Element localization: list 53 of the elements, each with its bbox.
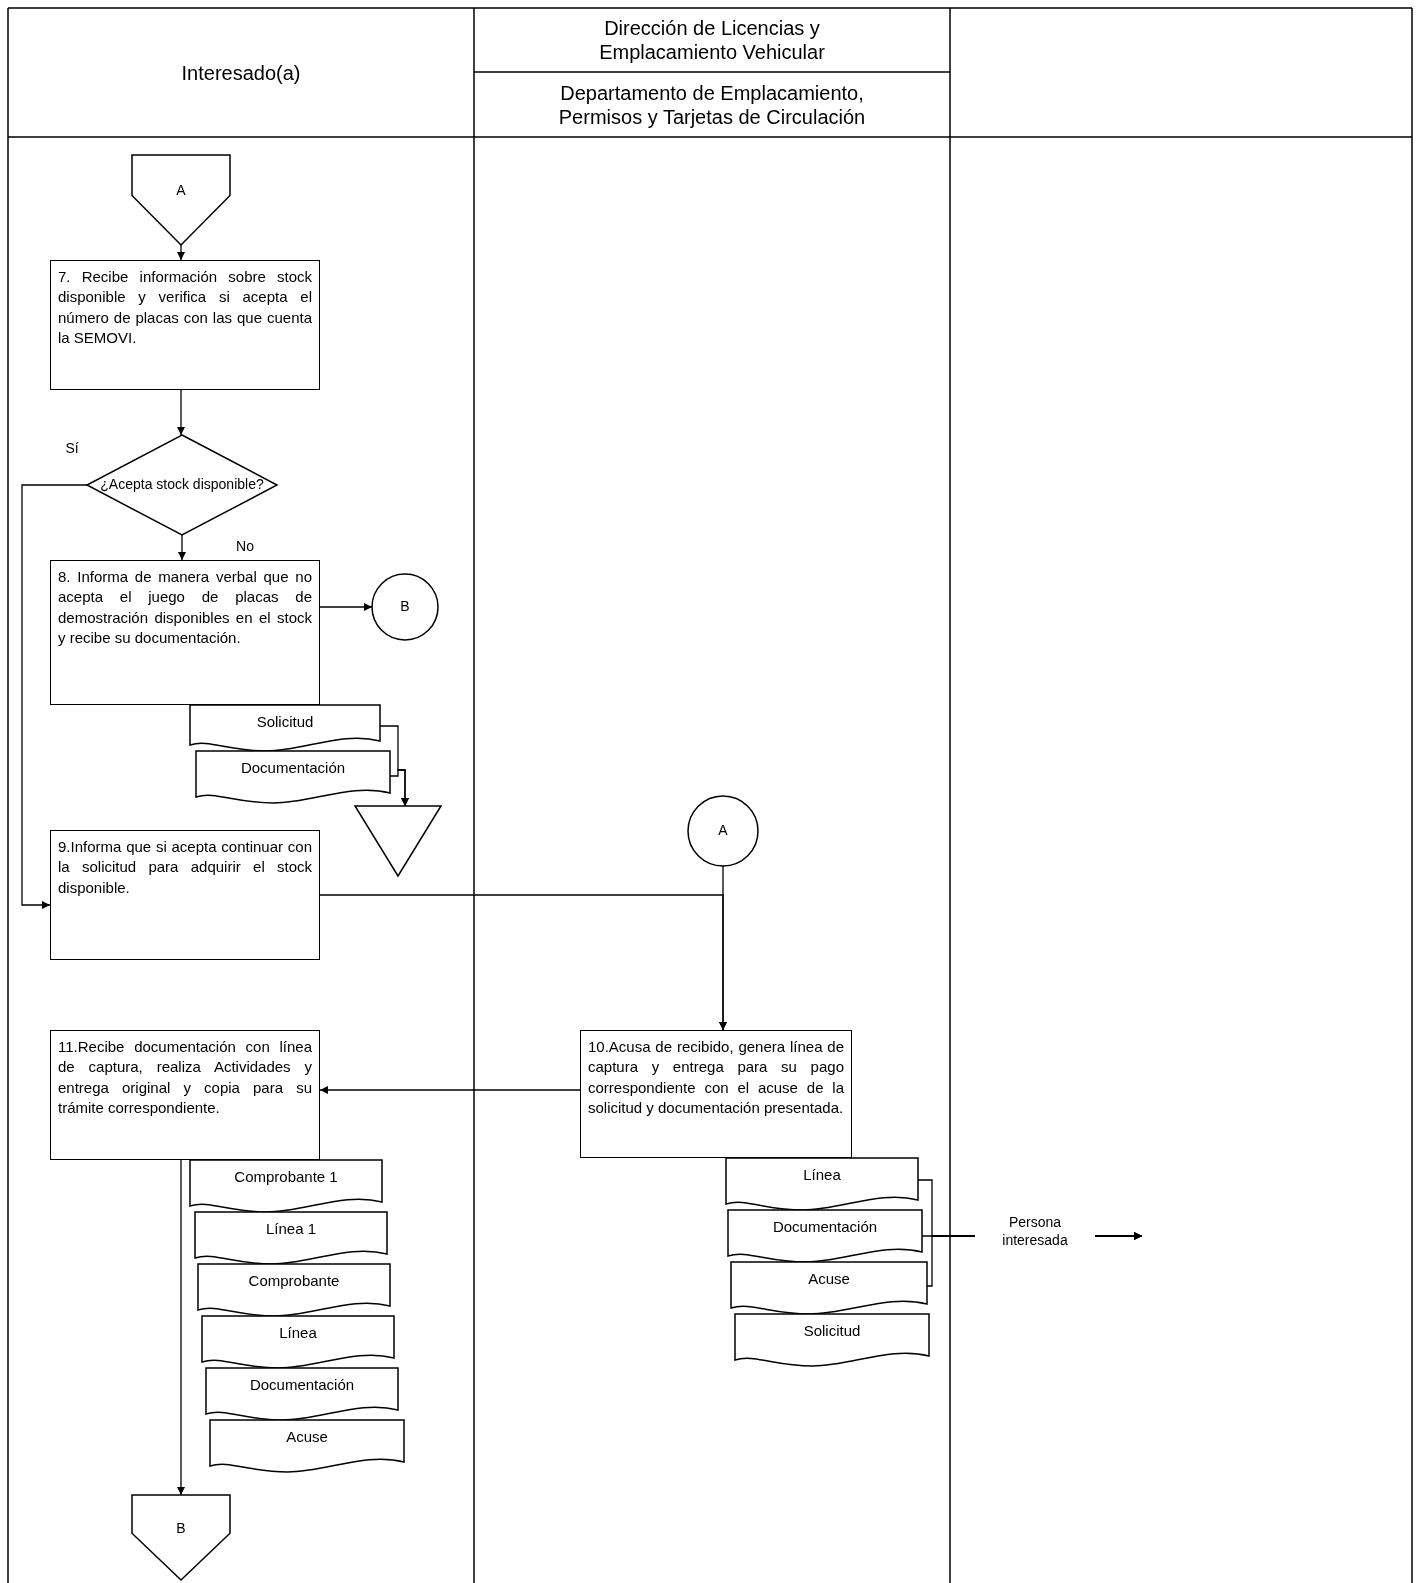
arrow (177, 389, 185, 436)
shape-label: Línea (803, 1166, 841, 1183)
decision-diamond (87, 435, 277, 535)
arrow (178, 534, 186, 561)
shape-label: Comprobante 1 (234, 1168, 338, 1185)
shape-label: Línea (279, 1324, 317, 1341)
shape-label: Documentación (772, 1218, 878, 1235)
process-box (50, 260, 320, 390)
document-shape (195, 1212, 387, 1264)
lane-title: Interesado(a) (181, 60, 301, 85)
shape-label: ¿Acepta stock disponible? (100, 476, 264, 494)
shape-label: A (176, 182, 186, 200)
shape-label: Acuse (286, 1428, 328, 1445)
shape-label: Solicitud (803, 1322, 861, 1339)
document-shape (210, 1420, 404, 1472)
step-text: 8. Informa de manera verbal que no acepta el juego de placas de demostración disponibles en el stock y recibe su documentación. (58, 568, 312, 646)
shape-label: Comprobante (248, 1272, 340, 1289)
connector-circle (688, 796, 758, 866)
connector-circle (372, 574, 438, 640)
shape-label: A (718, 822, 728, 840)
document-shape (728, 1210, 922, 1262)
shape-label: Solicitud (256, 713, 314, 730)
arrow (177, 244, 185, 261)
arrow (177, 1159, 185, 1496)
document-shape (198, 1264, 390, 1316)
off-page-connector (132, 1495, 230, 1580)
arrow (319, 894, 727, 1031)
document-shape (726, 1158, 918, 1210)
arrow (319, 603, 373, 611)
shape-label: Documentación (249, 1376, 355, 1393)
shape-label: B (400, 598, 410, 616)
arrow (21, 484, 88, 909)
document-shape (190, 705, 380, 751)
lane-title: Departamento de Emplacamiento, Permisos y Tarjetas de Circulación (557, 80, 867, 129)
document-shape (206, 1368, 398, 1420)
arrow (319, 1086, 581, 1094)
off-page-connector (132, 155, 230, 245)
shape-label: Línea 1 (265, 1220, 316, 1237)
process-box (50, 830, 320, 960)
document-shape (202, 1316, 394, 1368)
step-text: 7. Recibe información sobre stock disponible y verifica si acepta el número de placas con las que cuenta la SEMOVI. (58, 268, 312, 346)
lane-title: Dirección de Licencias y Emplacamiento Vehicular (598, 16, 826, 64)
document-shape (190, 1160, 382, 1212)
document-shape (731, 1262, 927, 1314)
document-shape (735, 1314, 929, 1366)
shape-label: B (176, 1520, 186, 1538)
shape-label: Documentación (240, 759, 346, 776)
step-text: 9.Informa que si acepta continuar con la solicitud para adquirir el stock disponible. (58, 838, 312, 896)
step-text: 10.Acusa de recibido, genera línea de captura y entrega para su pago correspondiente con el acuse de la solicitud y documentación presentada. (588, 1038, 844, 1116)
step-text: 11.Recibe documentación con línea de captura, realiza Actividades y entrega original y copia para su trámite correspondiente. (58, 1038, 312, 1116)
document-shape (196, 751, 390, 803)
triangle-symbol (355, 806, 441, 876)
shape-label: Acuse (808, 1270, 850, 1287)
